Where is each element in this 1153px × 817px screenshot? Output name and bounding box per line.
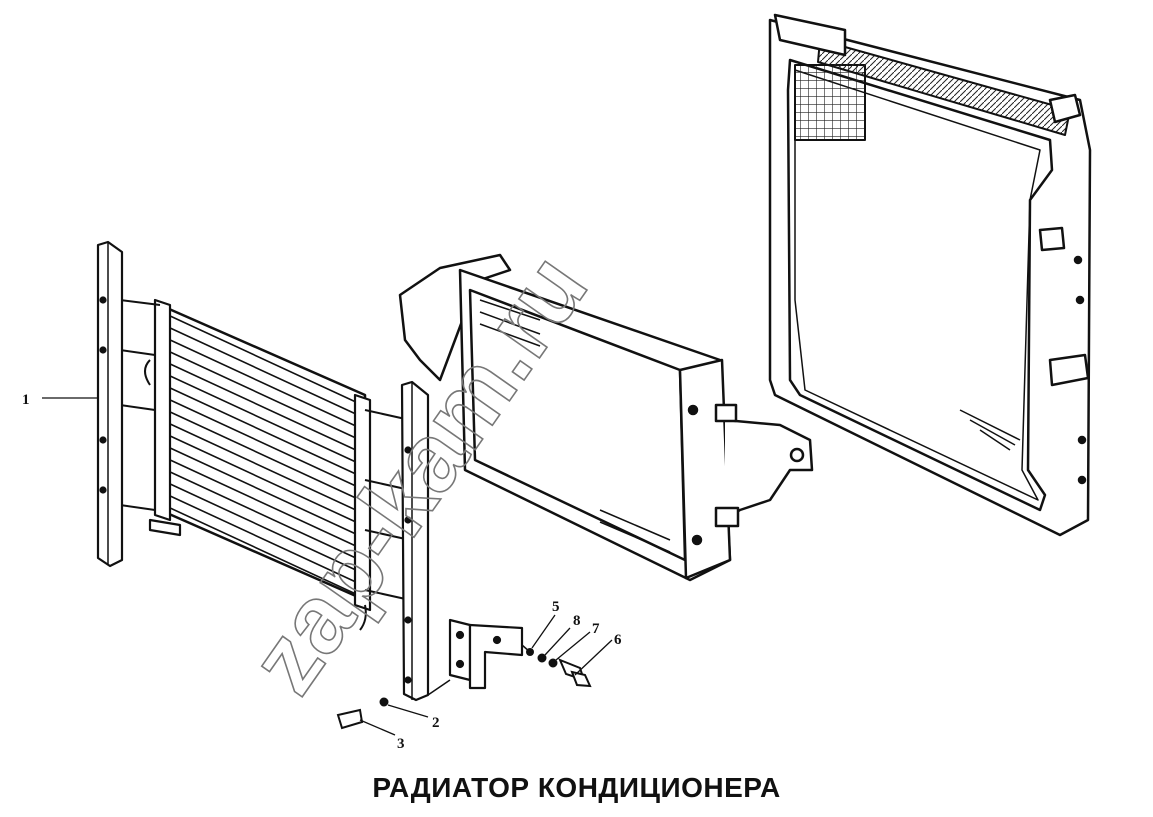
ac-condenser bbox=[96, 240, 430, 702]
callout-7: 7 bbox=[592, 621, 600, 637]
condenser-tube bbox=[167, 326, 359, 416]
engine-radiator-frame bbox=[768, 13, 1092, 537]
condenser-tube bbox=[167, 434, 359, 524]
condenser-tube bbox=[167, 374, 359, 464]
mounting-bracket bbox=[448, 618, 524, 690]
callout-5: 5 bbox=[552, 599, 560, 615]
callout-8: 8 bbox=[573, 613, 581, 629]
condenser-tube bbox=[167, 386, 359, 476]
condenser-tube bbox=[167, 446, 359, 536]
diagram-title: РАДИАТОР КОНДИЦИОНЕРА bbox=[372, 772, 781, 803]
condenser-tube bbox=[167, 422, 359, 512]
condenser-tube bbox=[167, 506, 359, 596]
condenser-tube bbox=[167, 470, 359, 560]
callout-2: 2 bbox=[432, 715, 440, 731]
condenser-tube bbox=[167, 458, 359, 548]
condenser-tube bbox=[167, 314, 359, 404]
callout-1: 1 bbox=[22, 392, 30, 408]
fasteners bbox=[336, 644, 592, 730]
condenser-tube bbox=[167, 362, 359, 452]
condenser-tube bbox=[167, 482, 359, 572]
condenser-tube bbox=[167, 494, 359, 584]
condenser-tube bbox=[167, 350, 359, 440]
condenser-tube bbox=[167, 410, 359, 500]
condenser-tube bbox=[167, 338, 359, 428]
callout-3: 3 bbox=[397, 736, 405, 752]
leader-lines bbox=[42, 397, 613, 736]
condenser-tube bbox=[167, 398, 359, 488]
intermediate-radiator bbox=[398, 253, 814, 582]
callout-6: 6 bbox=[614, 632, 622, 648]
